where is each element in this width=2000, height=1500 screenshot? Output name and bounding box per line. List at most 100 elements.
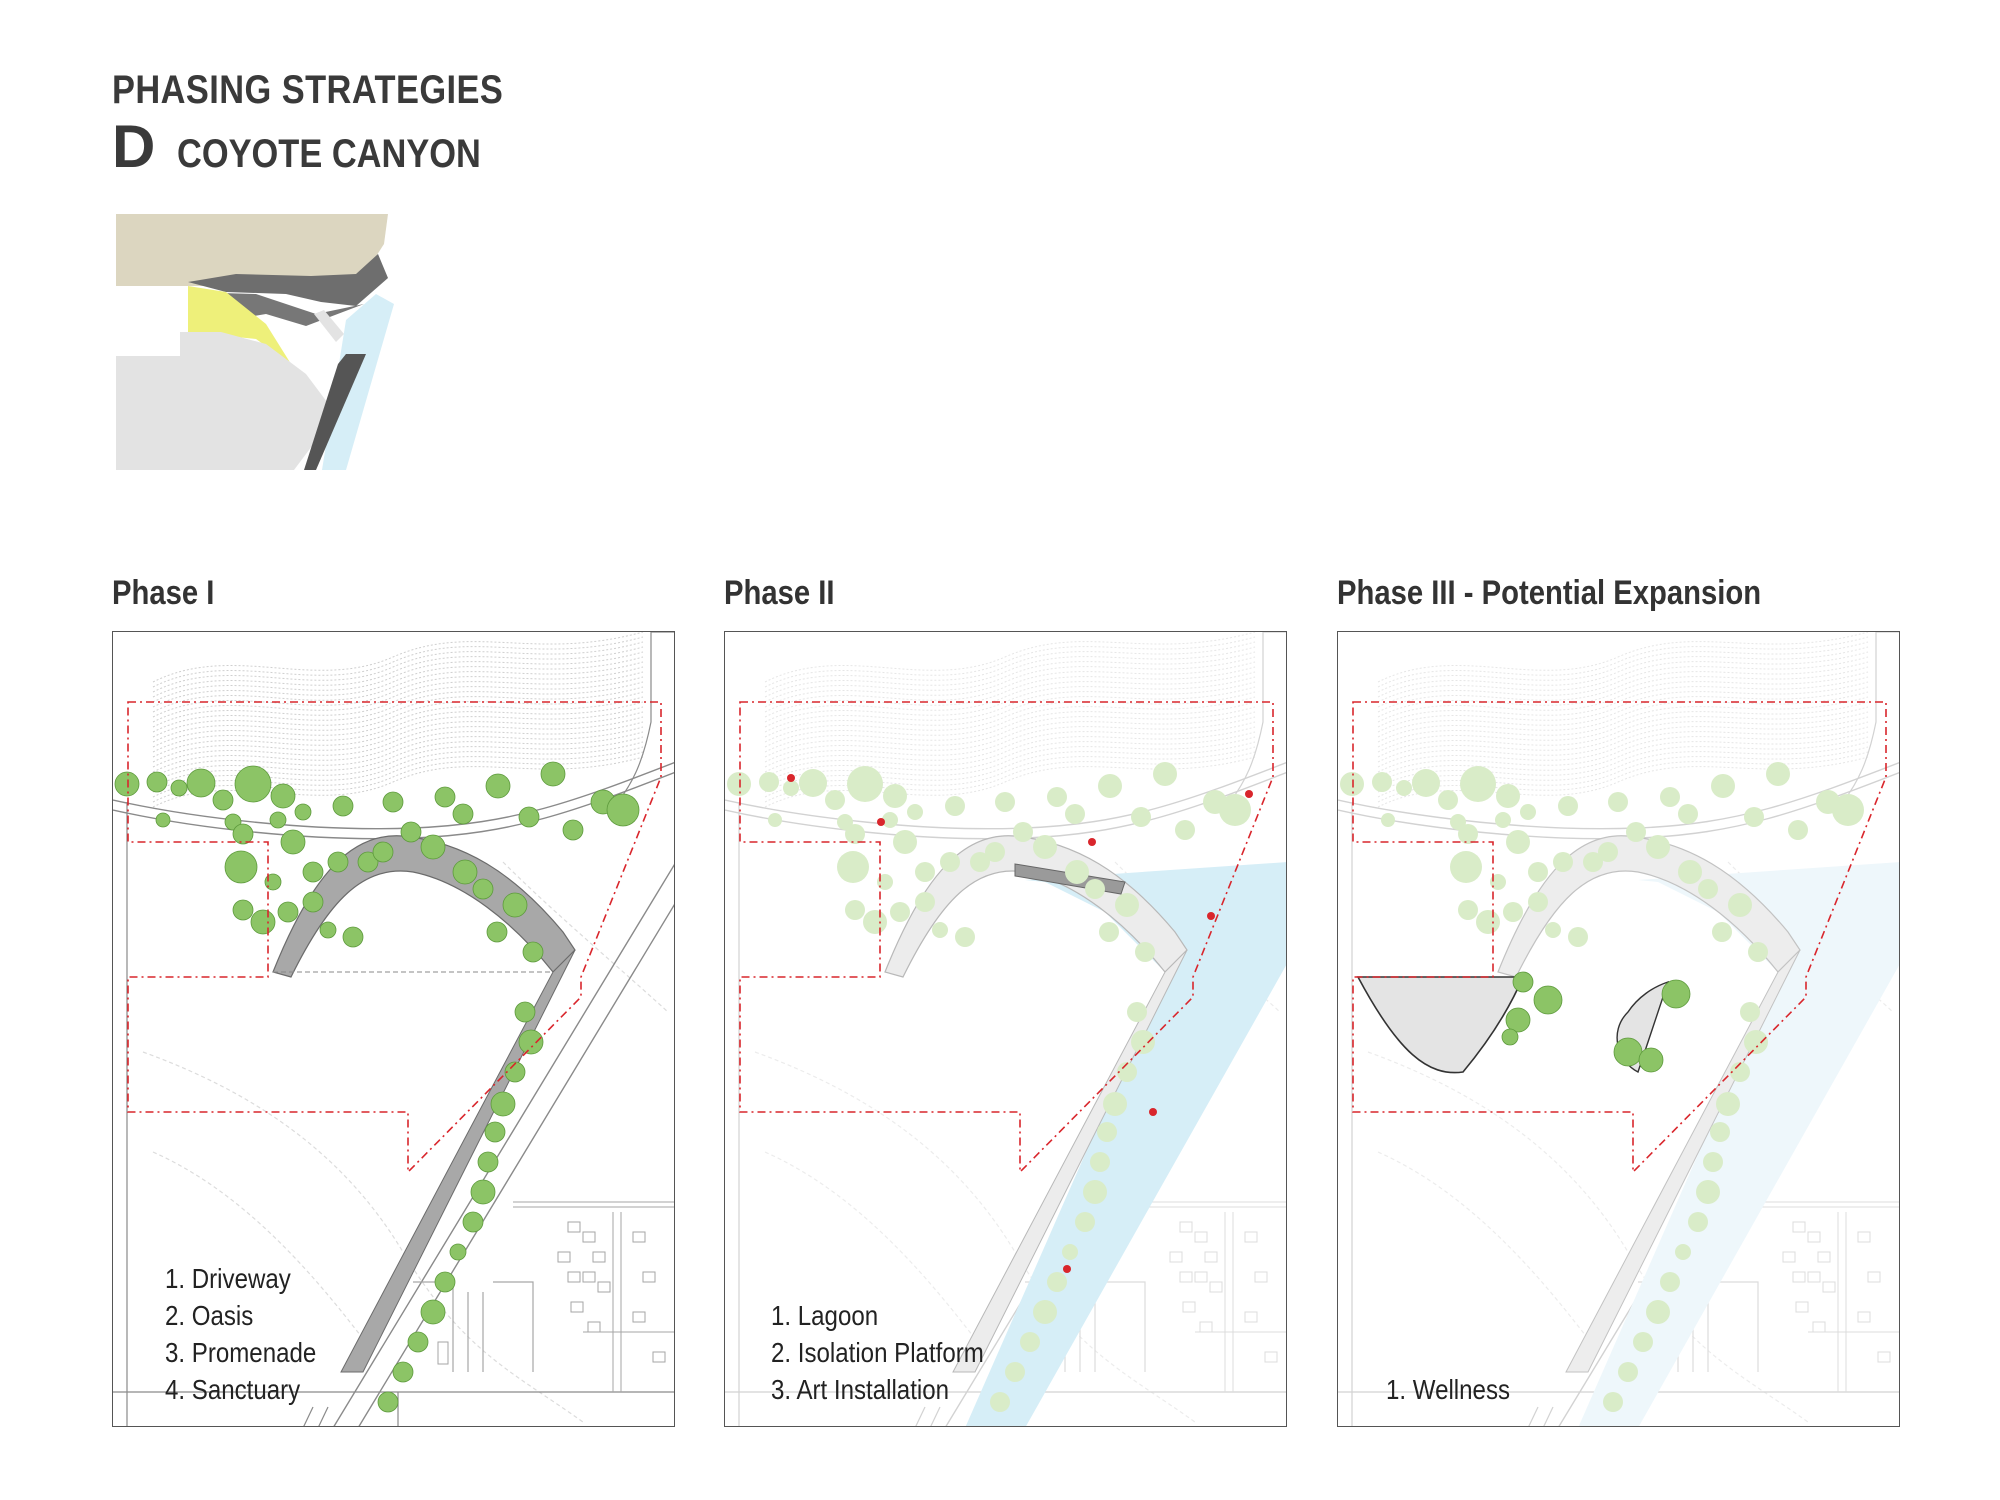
tree	[434, 1271, 456, 1293]
legend-item: 1. Driveway	[165, 1263, 291, 1294]
tree	[332, 795, 354, 817]
tree	[250, 909, 276, 935]
topo-contour	[1377, 711, 1869, 763]
tree	[845, 900, 865, 920]
tree	[270, 783, 296, 809]
tree	[146, 771, 168, 793]
house-lot	[1792, 1271, 1806, 1283]
tree	[1372, 772, 1392, 792]
legend-item: 2. Oasis	[165, 1300, 254, 1331]
tree	[1085, 879, 1105, 899]
lagoon	[965, 862, 1286, 1426]
house-lot	[1807, 1271, 1821, 1283]
topo-contour	[764, 746, 1256, 798]
tree	[768, 813, 782, 827]
house-lot	[1209, 1281, 1223, 1293]
walkway	[1565, 949, 1801, 1373]
legend-item: 1. Lagoon	[771, 1300, 879, 1331]
tree	[392, 1361, 414, 1383]
tree	[825, 790, 845, 810]
tree	[1219, 794, 1251, 826]
phase-2-legend: 1. Lagoon 2. Isolation Platform 3. Art I…	[771, 1297, 984, 1408]
topo-contour	[764, 651, 1256, 703]
topo-contour	[152, 632, 644, 683]
topo-contour	[152, 661, 644, 713]
house-lot	[1194, 1271, 1208, 1283]
tree	[212, 789, 234, 811]
house-lot	[567, 1221, 581, 1233]
legend-item: 2. Isolation Platform	[771, 1337, 984, 1368]
tree	[449, 1243, 467, 1261]
house-lot	[587, 1321, 601, 1333]
topo-contour	[1377, 706, 1869, 758]
tree	[932, 922, 948, 938]
road-edge	[1229, 632, 1286, 803]
tree	[945, 796, 965, 816]
topo-contour	[764, 736, 1256, 788]
road-edge	[1543, 1406, 1554, 1426]
road-edge	[358, 903, 674, 1426]
tree	[1340, 772, 1364, 796]
phase-3-title: Phase III - Potential Expansion	[1337, 574, 1762, 612]
tree	[1608, 792, 1628, 812]
legend-item: 3. Art Installation	[771, 1374, 950, 1405]
tree	[1675, 1244, 1691, 1260]
topo-contour	[764, 701, 1256, 753]
promenade-path	[272, 835, 576, 978]
tree	[1728, 893, 1752, 917]
tree	[514, 1001, 536, 1023]
tree	[1730, 1062, 1750, 1082]
house-lot	[1795, 1301, 1809, 1313]
tree	[1495, 812, 1511, 828]
tree	[970, 852, 990, 872]
tree	[1583, 852, 1603, 872]
tree	[232, 899, 254, 921]
topo-contour	[764, 716, 1256, 768]
house-lot	[557, 1251, 571, 1263]
tree	[170, 779, 188, 797]
topo-contour	[152, 741, 644, 793]
page-header: PHASING STRATEGIES D COYOTE CANYON	[112, 68, 567, 177]
topo-contour	[1377, 701, 1869, 753]
tree	[1603, 1392, 1623, 1412]
tree	[484, 1121, 506, 1143]
art-installation-marker	[1063, 1265, 1071, 1273]
site-boundary	[739, 701, 1274, 1174]
legend-item: 3. Promenade	[165, 1337, 317, 1368]
house-lot	[1182, 1301, 1196, 1313]
tree	[420, 834, 446, 860]
topo-contour	[152, 696, 644, 748]
ground-contour	[1377, 1151, 1599, 1353]
topo-contour	[152, 636, 644, 688]
tree	[1638, 1047, 1664, 1073]
house-lot	[1179, 1221, 1193, 1233]
tree	[915, 862, 935, 882]
header-subtitle: D COYOTE CANYON	[112, 117, 567, 177]
topo-contour	[1377, 671, 1869, 723]
tree	[155, 812, 171, 828]
house-lot	[1199, 1321, 1213, 1333]
tree	[1740, 1002, 1760, 1022]
topo-contour	[1377, 656, 1869, 708]
ground-contour	[142, 1051, 584, 1423]
house-lot	[1169, 1251, 1183, 1263]
house-lot	[1254, 1271, 1268, 1283]
tree	[490, 1091, 516, 1117]
topo-contour	[152, 666, 644, 718]
topo-contour	[1377, 661, 1869, 713]
street	[583, 1212, 674, 1392]
tree	[522, 941, 544, 963]
tree	[1711, 774, 1735, 798]
phase-1-title: Phase I	[112, 574, 215, 612]
house-lot	[1194, 1231, 1208, 1243]
tree	[1062, 1244, 1078, 1260]
tree	[1678, 860, 1702, 884]
tree	[342, 926, 364, 948]
tree	[462, 1211, 484, 1233]
topo-contour	[152, 686, 644, 738]
tree	[1175, 820, 1195, 840]
tree	[1568, 927, 1588, 947]
topo-contour	[764, 741, 1256, 793]
house-lot	[632, 1311, 646, 1323]
tree	[1506, 830, 1530, 854]
